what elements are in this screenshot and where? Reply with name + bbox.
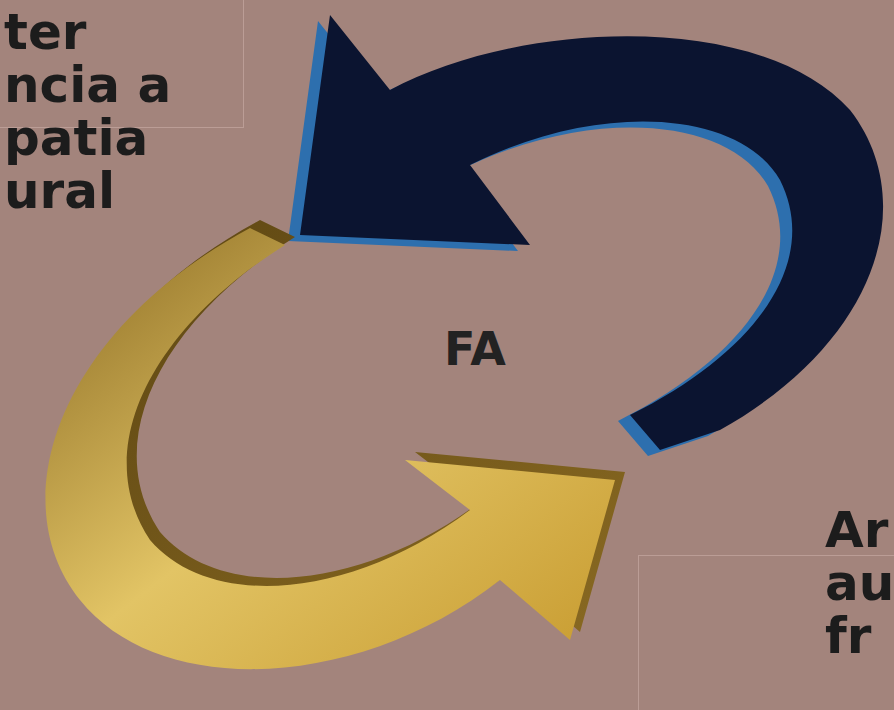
gold-arrow <box>45 220 625 669</box>
box-text: ter ncia a patia ural <box>4 6 184 218</box>
text-box: ter ncia a patia ural <box>0 0 244 128</box>
blue-arrow <box>288 15 883 456</box>
text-box: Ar au fr <box>638 555 894 710</box>
box-text: Ar au fr <box>825 504 891 663</box>
center-label: FA <box>444 322 506 376</box>
